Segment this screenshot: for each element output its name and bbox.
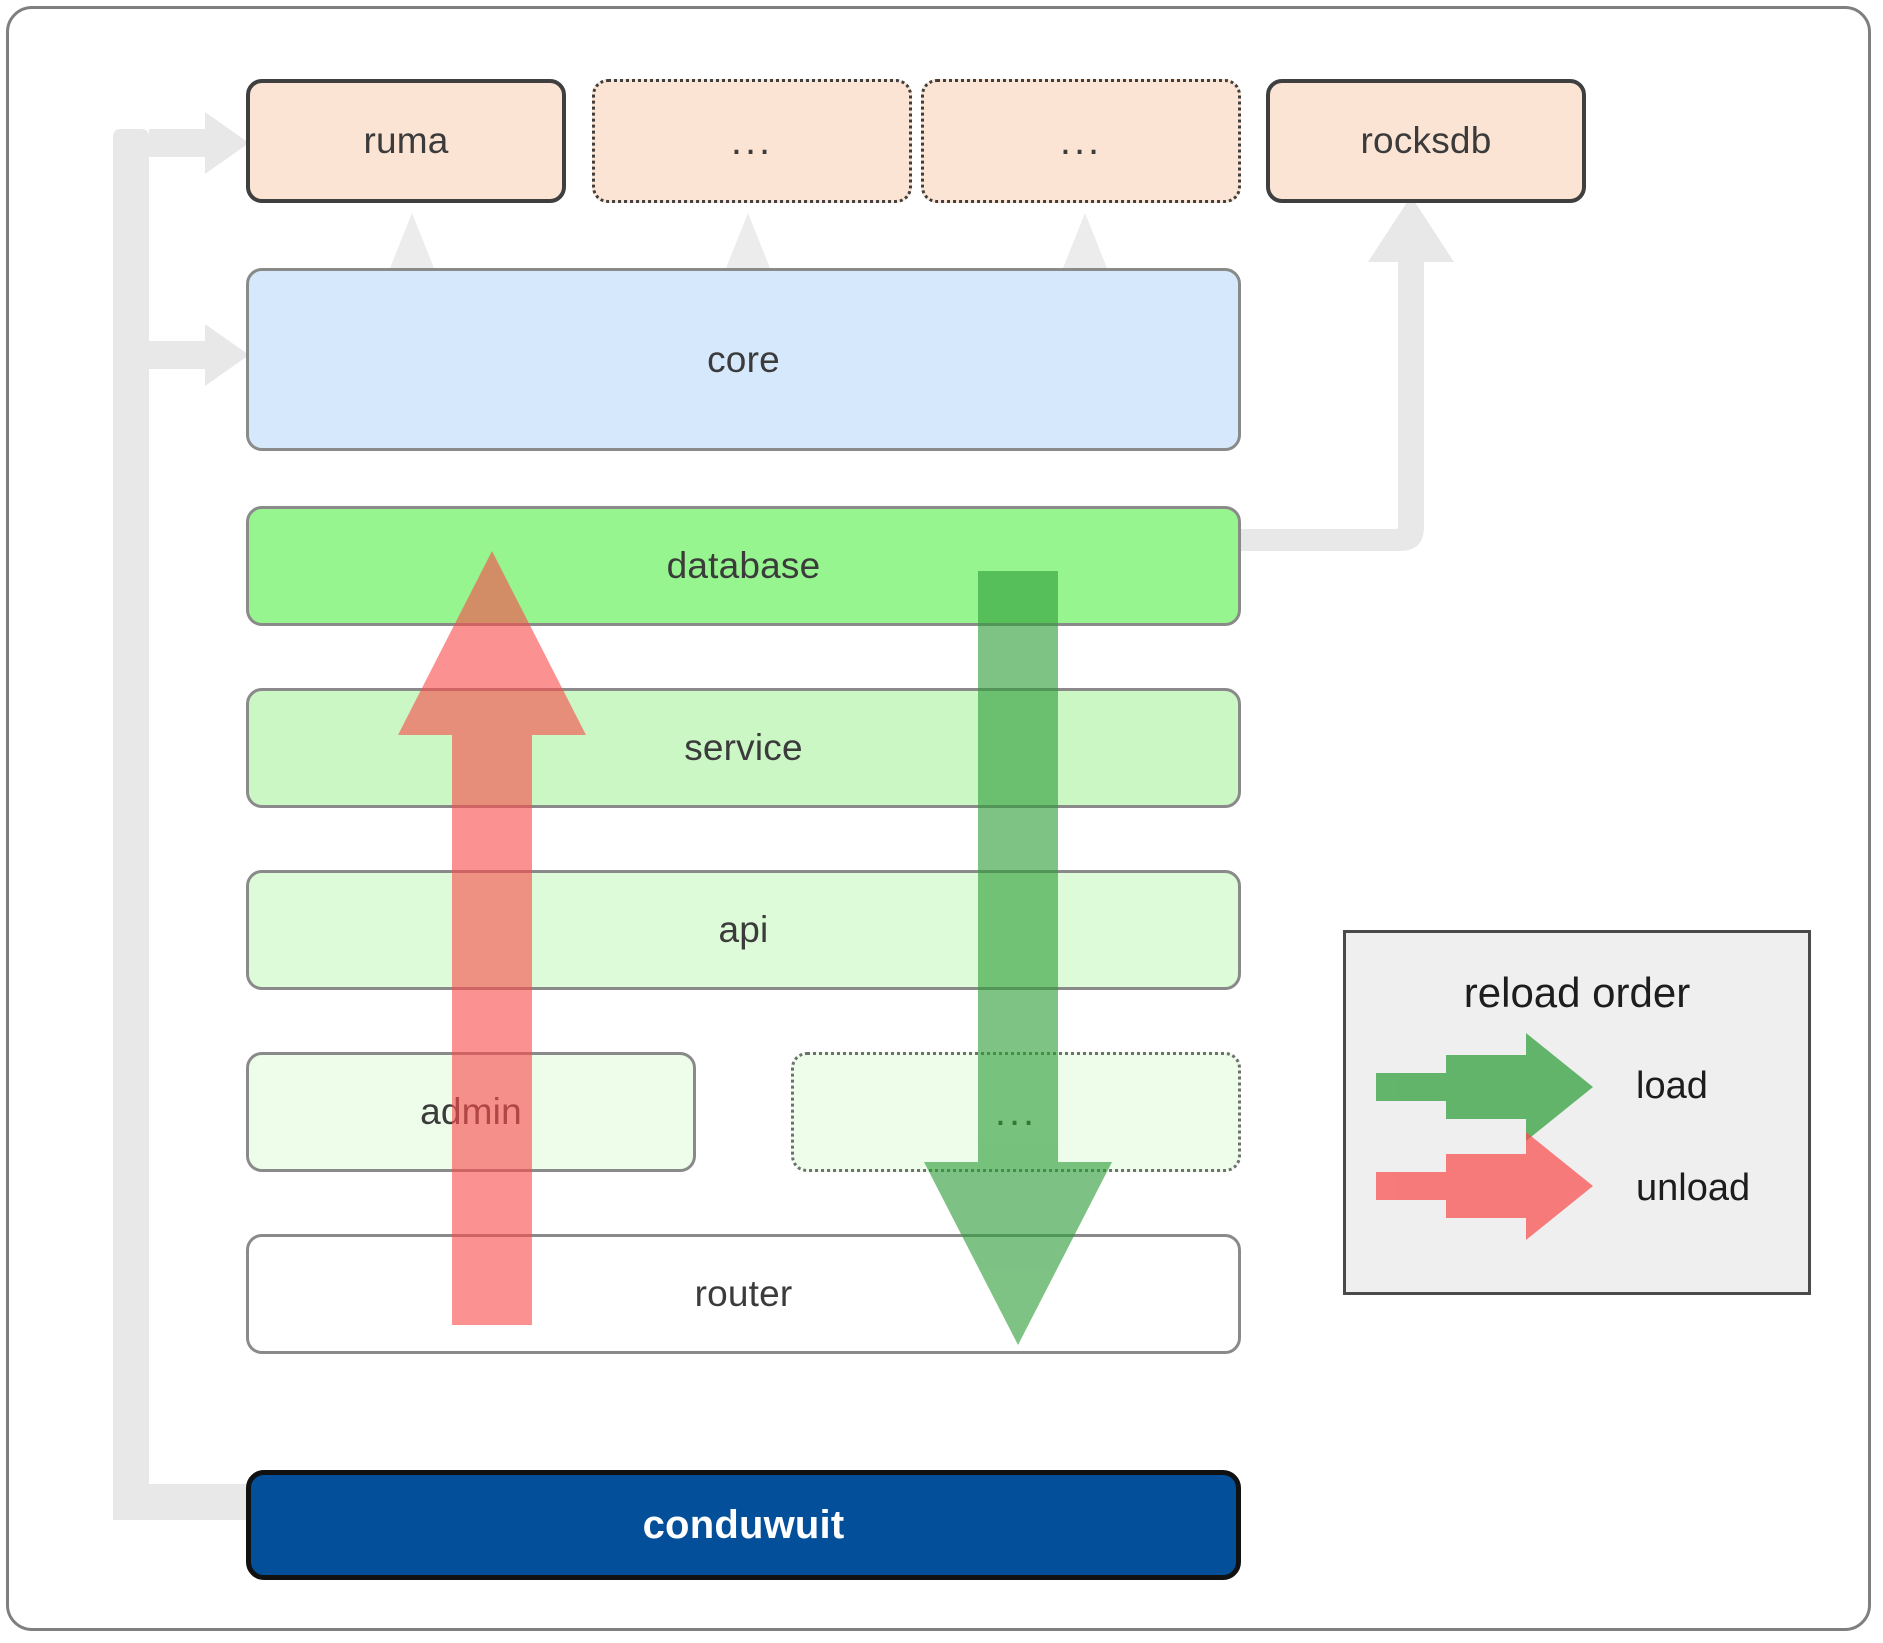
dependency-box-ellipsis-2[interactable]: ...: [921, 79, 1241, 203]
dependency-label-ellipsis-2: ...: [1059, 119, 1103, 163]
layer-box-admin[interactable]: admin: [246, 1052, 696, 1172]
dependency-label-ellipsis-1: ...: [730, 119, 774, 163]
root-label-conduwuit: conduwuit: [642, 1502, 845, 1547]
layer-label-api: api: [718, 909, 769, 950]
dependency-box-ellipsis-1[interactable]: ...: [592, 79, 912, 203]
layer-label-service: service: [684, 727, 803, 768]
layer-box-ellipsis[interactable]: ...: [791, 1052, 1241, 1172]
layer-box-service[interactable]: service: [246, 688, 1241, 808]
dependency-label-rocksdb: rocksdb: [1360, 120, 1492, 161]
layer-box-router[interactable]: router: [246, 1234, 1241, 1354]
layer-label-core: core: [707, 338, 780, 380]
layer-box-api[interactable]: api: [246, 870, 1241, 990]
dependency-box-rocksdb[interactable]: rocksdb: [1266, 79, 1586, 203]
layer-box-core[interactable]: core: [246, 268, 1241, 451]
diagram-outer-frame: [6, 6, 1871, 1631]
layer-label-admin: admin: [420, 1091, 522, 1132]
layer-label-ellipsis: ...: [994, 1090, 1038, 1134]
layer-label-router: router: [694, 1273, 793, 1314]
root-box-conduwuit[interactable]: conduwuit: [246, 1470, 1241, 1580]
layer-box-database[interactable]: database: [246, 506, 1241, 626]
dependency-box-ruma[interactable]: ruma: [246, 79, 566, 203]
legend-arrow-load: [1376, 1033, 1593, 1240]
legend-panel: reload order load unload: [1343, 930, 1811, 1295]
dependency-label-ruma: ruma: [363, 120, 449, 161]
layer-label-database: database: [666, 545, 821, 586]
legend-label-unload: unload: [1636, 1167, 1751, 1209]
legend-label-load: load: [1636, 1065, 1708, 1107]
legend-title: reload order: [1463, 969, 1691, 1016]
